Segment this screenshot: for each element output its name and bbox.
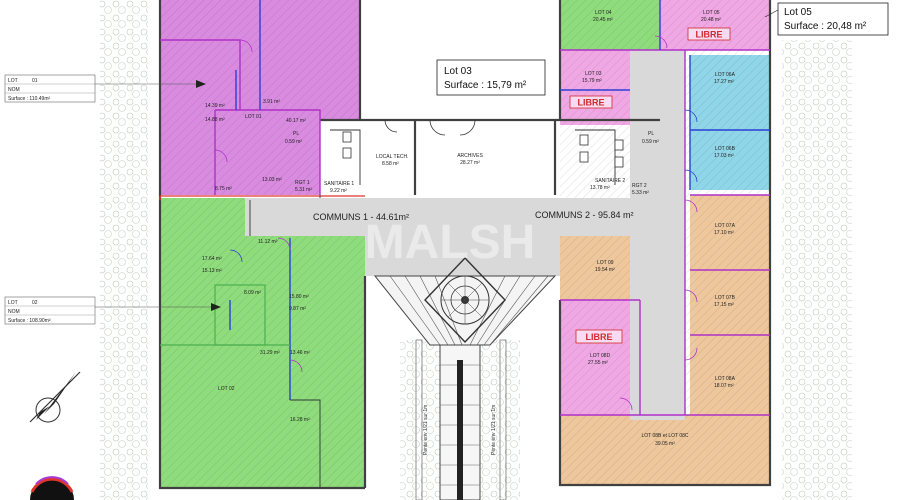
room-label: SANITAIRE 2 bbox=[595, 178, 625, 184]
room-label: 19.54 m² bbox=[595, 267, 615, 273]
room-label: 17.15 m² bbox=[714, 302, 734, 308]
room-label: 16.28 m² bbox=[290, 417, 310, 423]
room-label: 15.13 m² bbox=[202, 268, 222, 274]
room-label: 5.33 m² bbox=[632, 190, 649, 196]
brand-logo-icon bbox=[30, 476, 74, 500]
room-label: RGT 2 bbox=[632, 183, 647, 189]
room-label: 40.17 m² bbox=[286, 118, 306, 124]
room-label: 13.46 m² bbox=[290, 350, 310, 356]
room-label: 18.07 m² bbox=[714, 383, 734, 389]
libre-tag-lot03: LIBRE bbox=[569, 95, 613, 109]
lot01-legend: LOT 01 NOM Surface : 110.49m² bbox=[4, 74, 206, 103]
libre-tag-lot08b: LIBRE bbox=[575, 329, 623, 344]
svg-text:Lot 05: Lot 05 bbox=[784, 7, 812, 18]
room-label: 3.91 m² bbox=[263, 99, 280, 105]
room-label: 31.29 m² bbox=[260, 350, 280, 356]
right-landscaping bbox=[782, 40, 852, 500]
room-label: LOCAL TECH. bbox=[376, 154, 409, 160]
lot02-legend-surface: Surface : 108.90m² bbox=[8, 318, 51, 324]
room-label: LOT 03 bbox=[585, 71, 602, 77]
room-label: LOT 02 bbox=[218, 386, 235, 392]
lot02-legend-lot: LOT bbox=[8, 300, 18, 306]
lot01-legend-lot: LOT bbox=[8, 78, 18, 84]
room-label: 8.75 m² bbox=[215, 186, 232, 192]
lot01-legend-nom: NOM bbox=[8, 87, 20, 93]
archives-room bbox=[415, 120, 555, 195]
lot05-callout: Lot 05 Surface : 20,48 m² bbox=[764, 2, 889, 36]
room-label: 14.88 m² bbox=[205, 117, 225, 123]
room-label: 17.64 m² bbox=[202, 256, 222, 262]
local-tech-room bbox=[370, 120, 415, 195]
room-label: PL bbox=[293, 131, 299, 137]
room-label: 14.39 m² bbox=[205, 103, 225, 109]
room-label: LOT 06A bbox=[715, 72, 736, 78]
room-label: RGT 1 bbox=[295, 180, 310, 186]
ramp-label-right: Pente env 1/21 sur 1m bbox=[491, 405, 497, 455]
room-label: 39.05 m² bbox=[655, 441, 675, 447]
room-label: 8.58 m² bbox=[382, 161, 399, 167]
room-label: 28.27 m² bbox=[460, 160, 480, 166]
red-partitions bbox=[159, 195, 365, 200]
commons-2-label: COMMUNS 2 - 95.84 m² bbox=[535, 210, 634, 220]
corridor-commons bbox=[245, 198, 685, 236]
room-label: LOT 05 bbox=[703, 10, 720, 16]
ramp-label-left: Pente env 1/21 sur 1m bbox=[423, 405, 429, 455]
watermark: MALSH bbox=[365, 216, 536, 269]
room-label: 17.27 m² bbox=[714, 79, 734, 85]
room-label: LOT 01 bbox=[245, 114, 262, 120]
svg-text:LIBRE: LIBRE bbox=[586, 332, 613, 342]
lot01-legend-surface: Surface : 110.49m² bbox=[8, 96, 50, 102]
lot02-legend-number: 02 bbox=[32, 300, 38, 306]
room-label: 17.10 m² bbox=[714, 230, 734, 236]
room-label: 8.09 m² bbox=[244, 290, 261, 296]
north-arrow-icon bbox=[29, 371, 81, 423]
svg-text:LIBRE: LIBRE bbox=[696, 30, 723, 40]
room-label: PL bbox=[648, 131, 654, 137]
room-label: 20.48 m² bbox=[701, 17, 721, 23]
room-label: 0.59 m² bbox=[285, 139, 302, 145]
spiral-stair-frame bbox=[424, 256, 506, 344]
sanitary-fixtures bbox=[342, 131, 624, 168]
svg-text:Surface : 20,48 m²: Surface : 20,48 m² bbox=[784, 21, 867, 32]
room-label: LOT 08B et LOT 08C bbox=[641, 433, 688, 439]
room-label: 27.55 m² bbox=[588, 360, 608, 366]
svg-text:Surface : 15,79 m²: Surface : 15,79 m² bbox=[444, 80, 527, 91]
libre-tag-lot05: LIBRE bbox=[687, 27, 731, 41]
room-label: 13.78 m² bbox=[590, 185, 610, 191]
room-label: 11.12 m² bbox=[258, 239, 278, 245]
building-walls bbox=[158, 0, 772, 490]
room-label: LOT 08D bbox=[590, 353, 611, 359]
lot01-legend-number: 01 bbox=[32, 78, 38, 84]
room-label: 9.87 m² bbox=[289, 306, 306, 312]
room-label: LOT 04 bbox=[595, 10, 612, 16]
room-label: 5.31 m² bbox=[295, 187, 312, 193]
hall-area bbox=[365, 236, 560, 276]
room-label: 13.03 m² bbox=[262, 177, 282, 183]
svg-text:LIBRE: LIBRE bbox=[578, 98, 605, 108]
room-label: 15.80 m² bbox=[289, 294, 309, 300]
room-label: 20.45 m² bbox=[593, 17, 613, 23]
room-label: LOT 07A bbox=[715, 223, 736, 229]
lot02-legend-nom: NOM bbox=[8, 309, 20, 315]
room-label: LOT 08A bbox=[715, 376, 736, 382]
lot02-legend: LOT 02 NOM Surface : 108.90m² bbox=[4, 296, 221, 325]
room-label: ARCHIVES bbox=[457, 153, 483, 159]
lot03-callout: Lot 03 Surface : 15,79 m² bbox=[436, 59, 546, 96]
room-label: 0.59 m² bbox=[642, 139, 659, 145]
room-label: 15.79 m² bbox=[582, 78, 602, 84]
room-label: 17.03 m² bbox=[714, 153, 734, 159]
left-landscaping bbox=[100, 0, 148, 500]
commons-1-label: COMMUNS 1 - 44.61m² bbox=[313, 212, 409, 222]
staircase-lines bbox=[389, 275, 549, 346]
blue-partitions bbox=[229, 0, 770, 400]
room-label: LOT 07B bbox=[715, 295, 736, 301]
room-label: LOT 09 bbox=[597, 260, 614, 266]
room-label: LOT 06B bbox=[715, 146, 736, 152]
room-label: SANITAIRE 1 bbox=[324, 181, 354, 187]
room-label: 9.22 m² bbox=[330, 188, 347, 194]
svg-text:Lot 03: Lot 03 bbox=[444, 66, 472, 77]
